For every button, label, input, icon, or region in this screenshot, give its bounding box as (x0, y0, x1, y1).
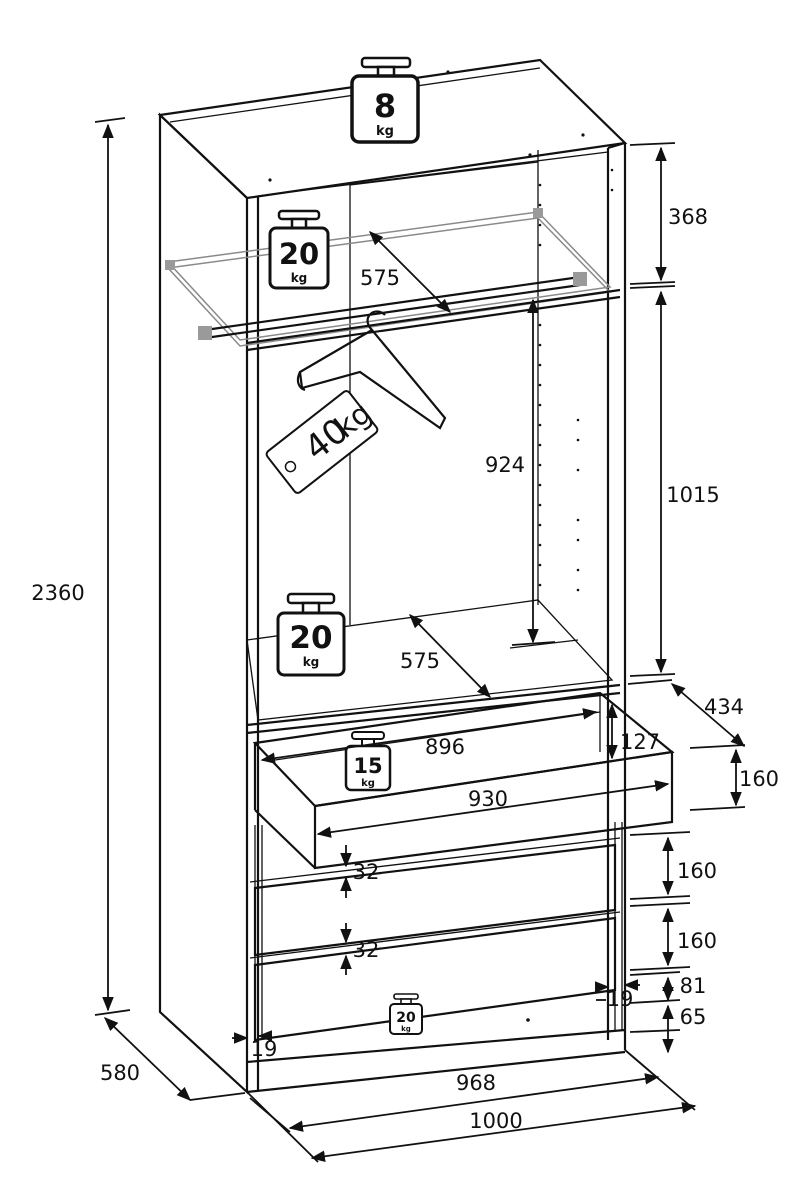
dimension-label: 575 (360, 266, 400, 290)
weight-unit: kg (361, 778, 375, 789)
dimension-bottom-gap: 81 (629, 971, 707, 1002)
dimension-drawer-inner-height: 127 (606, 703, 660, 760)
dimension-label: 127 (620, 730, 660, 754)
dimension-label: 930 (468, 787, 508, 811)
dimension-label: 32 (353, 938, 380, 962)
dimension-total-height: 2360 (31, 117, 131, 1016)
dimension-lower-shelf-depth: 575 (400, 613, 492, 699)
dimension-drawer-gap-2: 32 (340, 923, 380, 975)
dimension-label: 1000 (469, 1109, 522, 1133)
dimension-side-thickness-right: 19 (595, 979, 640, 1011)
dimension-hanging-compartment: 1015 (629, 285, 720, 677)
weight-unit: kg (376, 124, 394, 139)
dimension-label: 65 (680, 1005, 707, 1029)
dimension-drawer-gap-1: 32 (340, 845, 380, 898)
dimension-upper-shelf-depth: 575 (360, 230, 452, 314)
weight-value: 20 (289, 620, 332, 656)
dimension-label: 160 (677, 929, 717, 953)
dimension-drawer-depth: 434 (627, 679, 746, 747)
dimension-hanging-clearance: 924 (485, 298, 556, 646)
dimension-label: 19 (607, 987, 634, 1011)
dimension-label: 896 (425, 735, 465, 759)
dimension-outer-width: 1000 (246, 1049, 697, 1163)
weight-badge-upper-shelf: 20 kg (268, 209, 330, 290)
dimension-label: 368 (668, 205, 708, 229)
dimension-label: 434 (704, 695, 744, 719)
weight-badge-top: 8 kg (350, 56, 420, 144)
dimension-drawer-inner-width: 896 (260, 708, 598, 764)
dimension-label: 1015 (666, 483, 719, 507)
dimension-top-compartment: 368 (629, 142, 708, 285)
weight-badge-bottom: 20 kg (389, 993, 423, 1035)
dimension-label: 2360 (31, 581, 84, 605)
dimension-label: 32 (353, 860, 380, 884)
weight-value: 15 (353, 754, 382, 778)
shelf-pin-holes (268, 70, 614, 592)
weight-badge-drawer: 15 kg (344, 731, 392, 792)
dimension-label: 160 (739, 767, 779, 791)
weight-value: 20 (279, 237, 319, 271)
dimension-drawer-front-height-2: 160 (629, 831, 717, 900)
weight-unit: kg (303, 655, 320, 669)
dimension-label: 968 (456, 1071, 496, 1095)
dimension-label: 924 (485, 453, 525, 477)
dimension-side-thickness-left: 19 (232, 1030, 278, 1061)
dimension-label: 575 (400, 649, 440, 673)
dimension-label: 81 (680, 974, 707, 998)
weight-value: 8 (374, 87, 396, 125)
dimension-label: 19 (251, 1037, 278, 1061)
weight-unit: kg (291, 271, 308, 285)
weight-unit: kg (401, 1025, 411, 1033)
dimension-drawer-front-height-3: 160 (629, 902, 717, 971)
hanger-icon (296, 310, 447, 430)
weight-badge-hanging-rail: 40 kg (265, 390, 379, 494)
wardrobe-outline (157, 58, 628, 1095)
dimension-label: 160 (677, 859, 717, 883)
dimension-plinth-height: 65 (629, 999, 707, 1054)
dimension-drawer-front-height-1: 160 (689, 744, 779, 811)
weight-value: 20 (396, 1010, 416, 1026)
weight-badge-lower-shelf: 20 kg (276, 592, 346, 677)
dimension-drawer-outer-width: 930 (316, 780, 670, 838)
dimension-depth: 580 (100, 1017, 246, 1101)
dimension-label: 580 (100, 1061, 140, 1085)
